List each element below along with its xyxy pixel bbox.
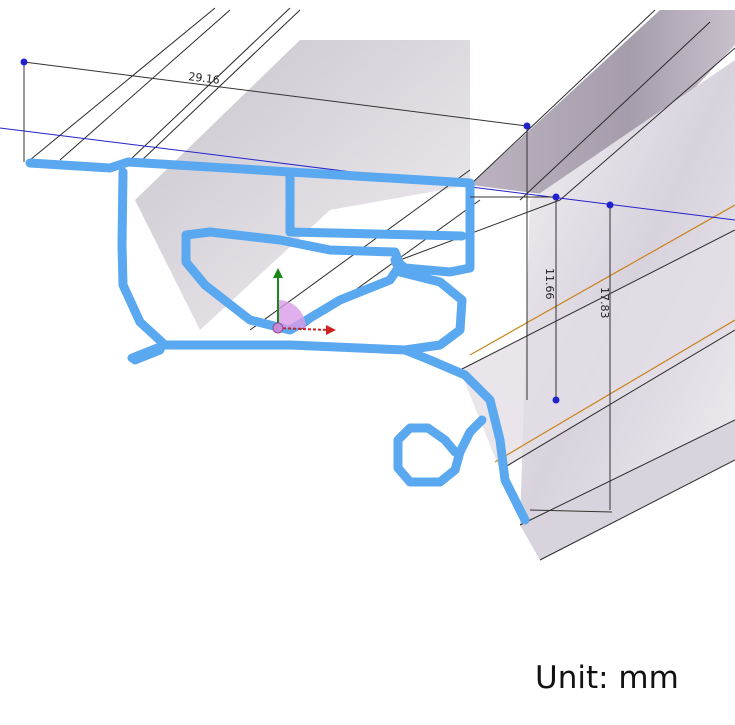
profile-inner-loop (181, 227, 405, 335)
width-left-node (20, 58, 28, 66)
dimension-width (23, 60, 528, 400)
inner-height-top-node (552, 193, 560, 201)
profile-hook (265, 340, 410, 355)
origin-arc (278, 300, 306, 328)
bottom-face (520, 420, 735, 560)
origin-triad (272, 268, 336, 335)
extruded-body (135, 10, 735, 560)
width-right-node (523, 122, 531, 130)
profile-fin (130, 345, 165, 365)
y-axis-head (273, 268, 283, 278)
x-axis-arrow (277, 327, 329, 331)
unit-caption: Unit: mm (535, 660, 679, 696)
dimension-inner-height (470, 196, 557, 400)
total-height-top-node (606, 201, 614, 209)
inner-channel-face (135, 40, 470, 330)
lower-wall-face (460, 230, 735, 470)
x-axis-head (326, 325, 336, 335)
inner-height-bottom-node (552, 396, 560, 404)
inner-height-label: 11.66 (543, 268, 556, 300)
dimension-total-height (529, 205, 613, 513)
accent-edges (469, 204, 735, 463)
total-height-extension (529, 509, 613, 513)
width-dimension-line (23, 61, 528, 127)
profile-upper-rail (285, 227, 467, 241)
top-face (470, 10, 735, 200)
width-dimension-label: 29.16 (188, 70, 221, 87)
total-height-label: 17.83 (598, 287, 611, 319)
profile-lower-foot (393, 415, 487, 487)
origin-point (272, 322, 284, 334)
